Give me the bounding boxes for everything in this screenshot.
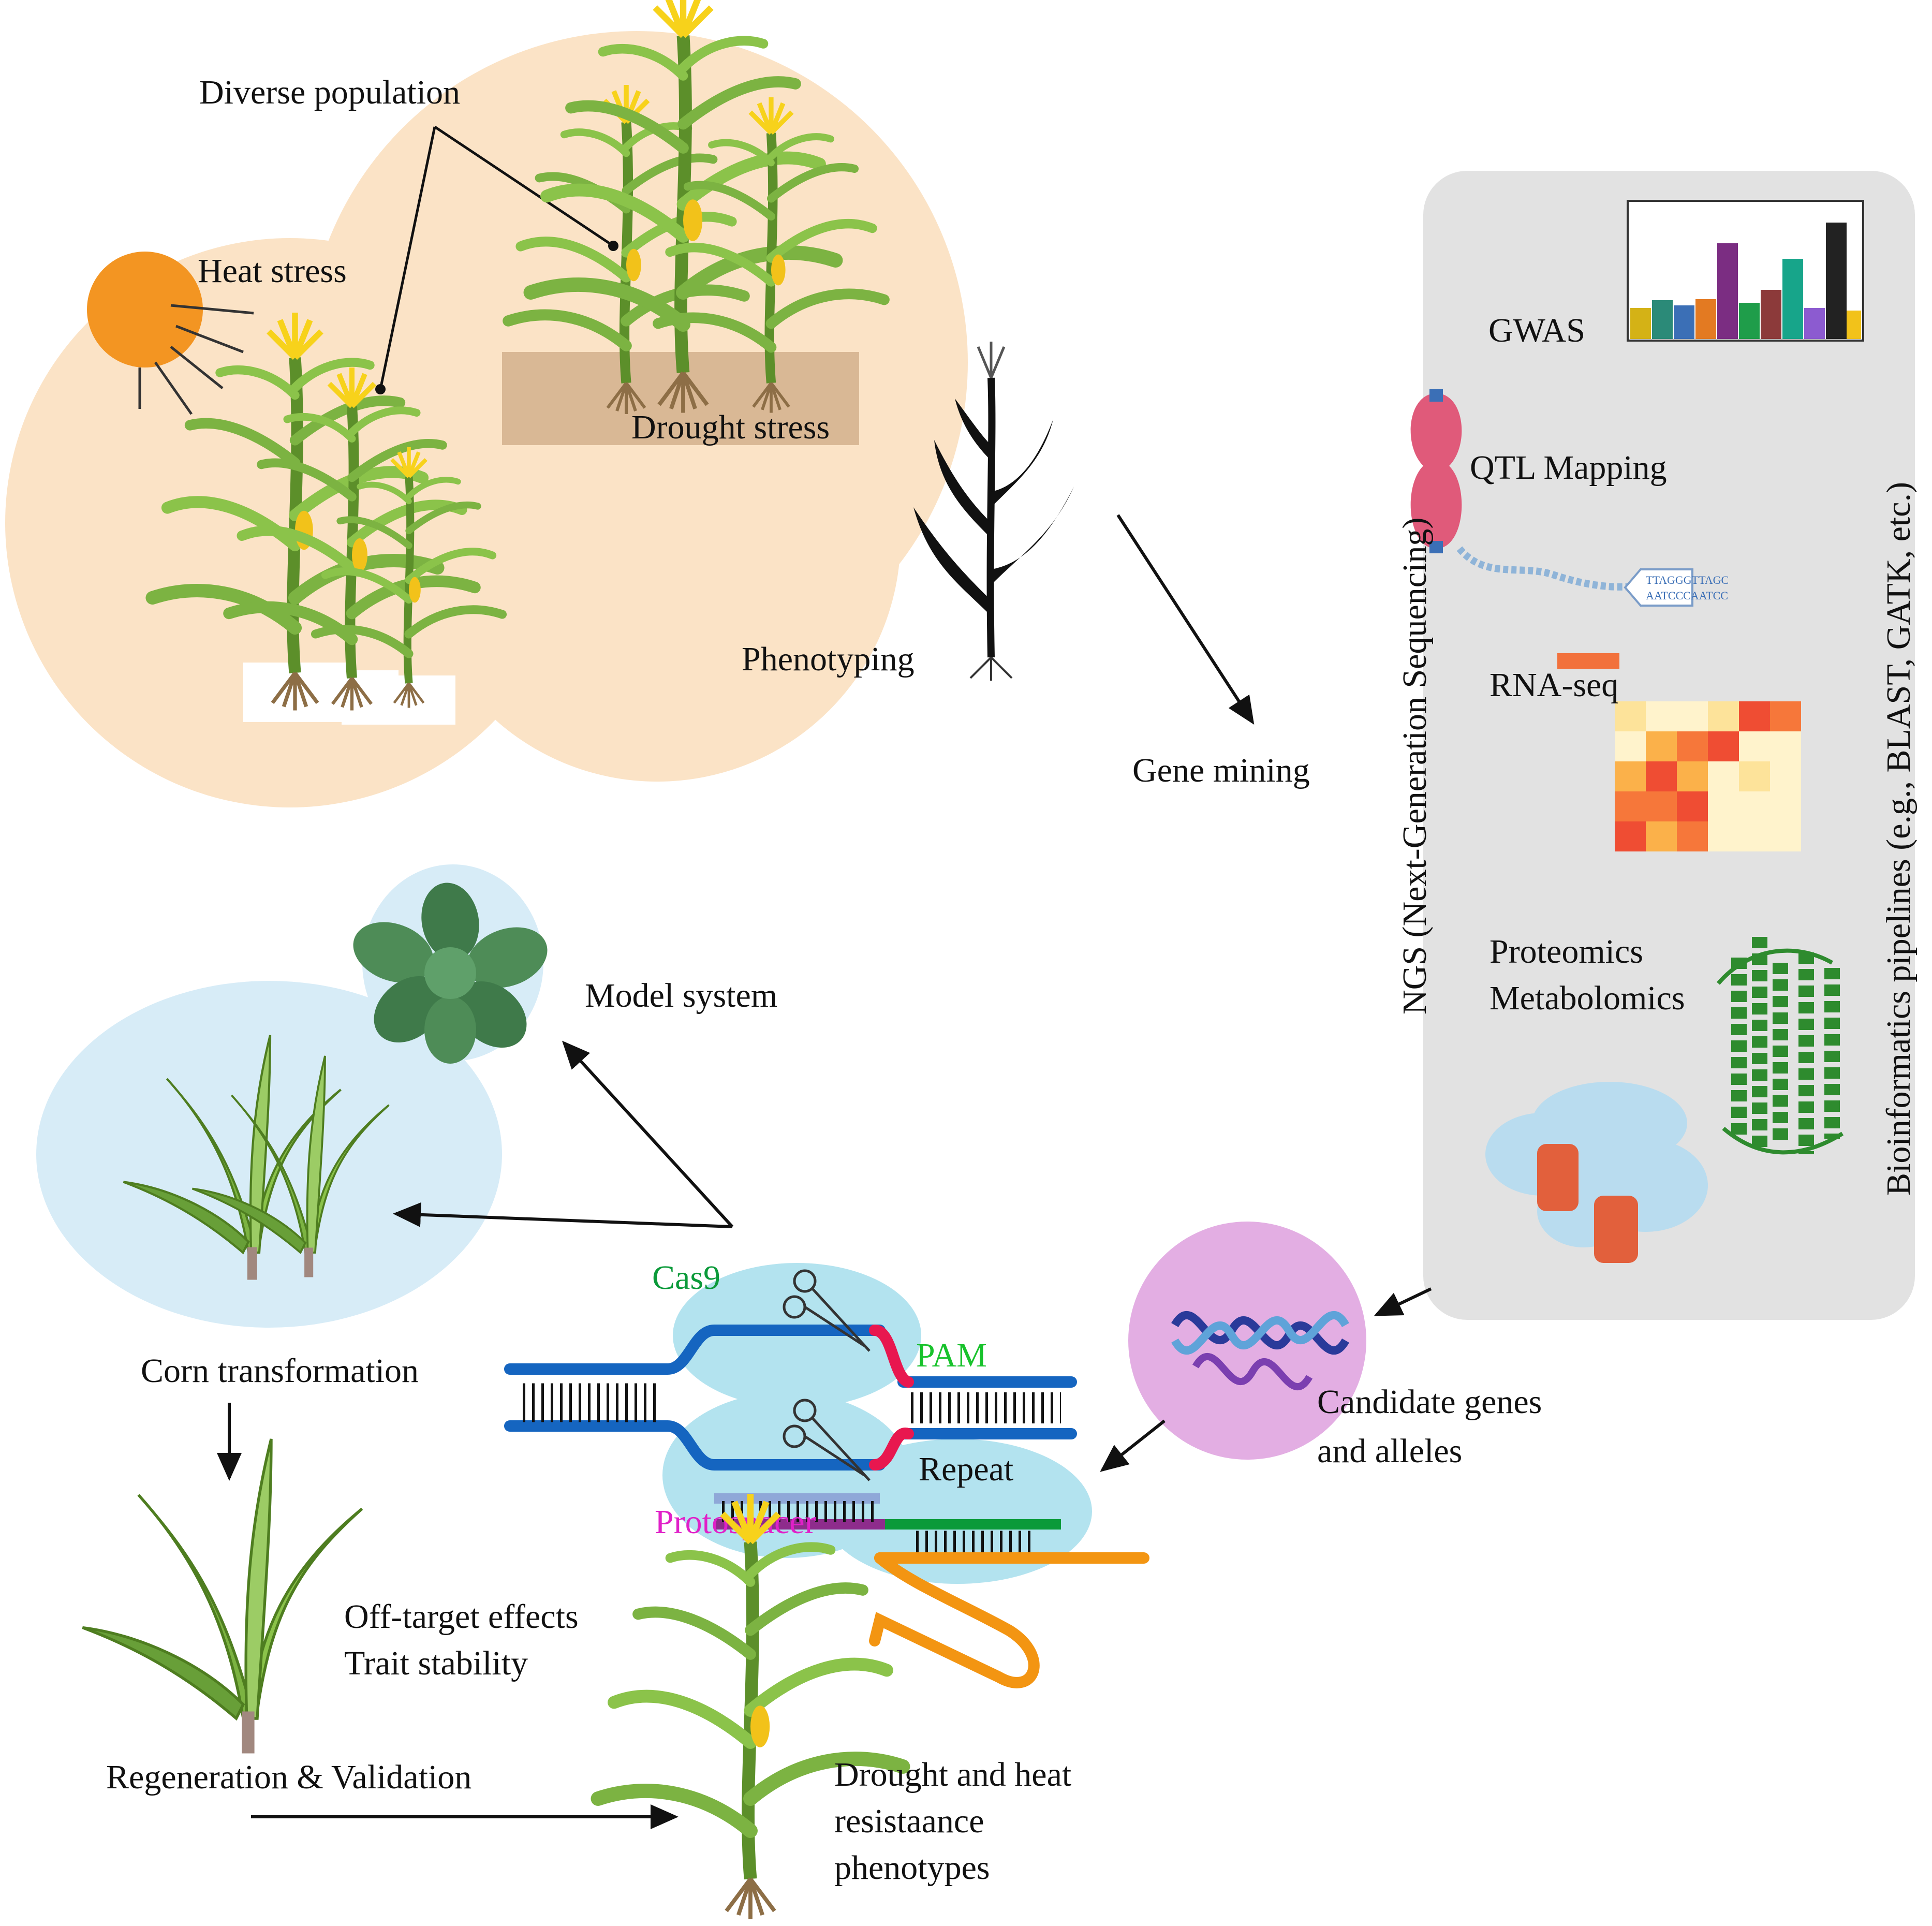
pam-site-bottom [869,1428,914,1471]
heat-stress-label: Heat stress [198,252,347,290]
rosette-plant-icon [353,883,548,1064]
qtl-mapping-label: QTL Mapping [1470,449,1667,487]
omics-to-candidate-arrow [1374,1287,1432,1316]
candidate-genes-label-line1: Candidate genes [1317,1383,1542,1421]
chromosome-icon [1410,389,1693,607]
dna-sequence-top: TTAGGGTTAGC [1646,574,1729,586]
rna-seq-label: RNA-seq [1489,666,1618,704]
candidate-to-cas9-arrow [1100,1419,1166,1472]
diverse-population-label: Diverse population [199,73,460,111]
regeneration-label: Regeneration & Validation [106,1758,471,1796]
manhattan-plot-icon [1627,200,1864,342]
scissors-icon [783,1399,871,1481]
heatmap-icon [1557,653,1801,851]
result-label-line2: resistaance [834,1802,984,1840]
repeat-label: Repeat [919,1450,1013,1488]
phenotyping-label: Phenotyping [742,640,915,678]
dna-helix-icon [1171,1311,1349,1390]
gwas-label: GWAS [1488,312,1585,349]
scissors-icon [783,1269,871,1352]
cas9-to-model-arrow [562,1040,734,1228]
trait-stability-label: Trait stability [344,1644,528,1682]
guide-rna [714,1493,1149,1688]
proteomics-label: Proteomics [1489,933,1643,971]
dna-sequence-bottom: AATCCCAATCC [1646,589,1728,602]
pam-label: PAM [916,1336,987,1374]
result-label-line1: Drought and heat [834,1756,1071,1793]
drought-stress-label: Drought stress [631,408,830,446]
pam-site-top [869,1325,914,1388]
off-target-label: Off-target effects [344,1598,579,1636]
bioinformatics-label: Bioinformatics pipelines (e.g., BLAST, G… [1880,482,1918,1196]
sun-icon [87,252,254,415]
stress-environment-panel [5,31,968,807]
ngs-label: NGS (Next-Generation Sequencing) [1396,518,1434,1015]
population-pointer-lines [375,125,618,394]
cas9-to-corn-arrow [393,1202,733,1228]
metabolomics-label: Metabolomics [1489,979,1685,1017]
gene-mining-label: Gene mining [1132,752,1310,789]
model-system-label: Model system [585,977,777,1015]
maize-plant-icon [153,313,503,725]
corn-transformation-label: Corn transformation [141,1352,419,1390]
protein-structure-icon [1716,937,1844,1155]
maize-seedling-icon [83,1439,362,1754]
candidate-genes-label-line2: and alleles [1317,1432,1462,1470]
cas9-label: Cas9 [652,1259,720,1297]
dna-strands [504,1325,1077,1471]
maize-silhouette-icon [913,342,1074,681]
protein-structure-icon [1485,1082,1708,1263]
result-label-line3: phenotypes [834,1849,990,1887]
gene-mining-arrow [1116,514,1255,725]
